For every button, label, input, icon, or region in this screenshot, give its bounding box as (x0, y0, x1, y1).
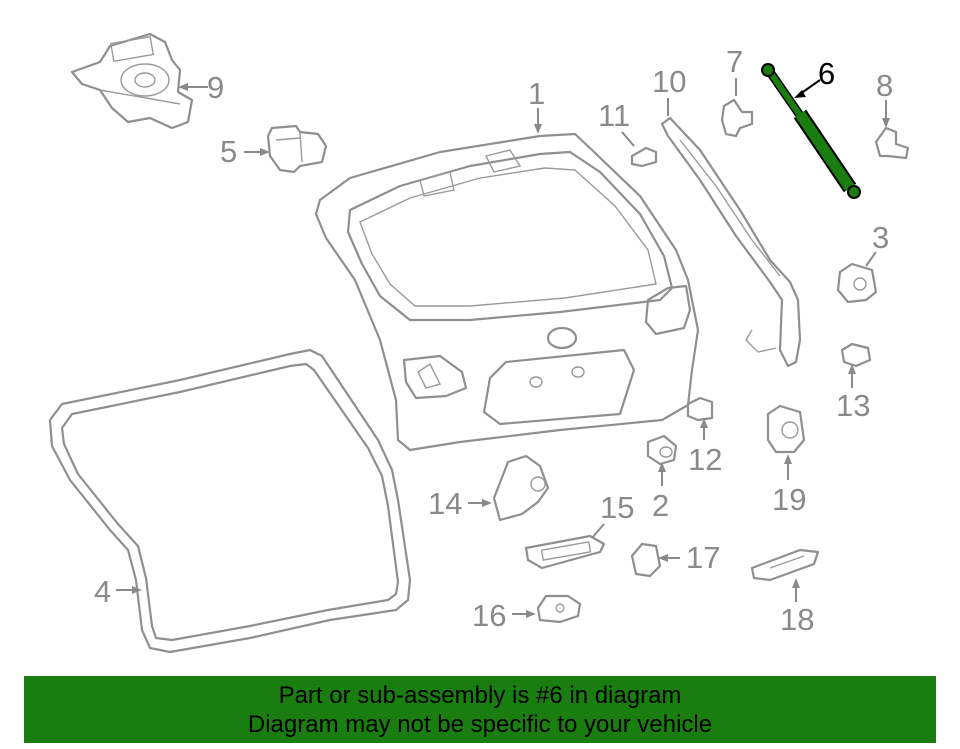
part-17-switch (630, 542, 662, 578)
callout-13: 13 (836, 388, 870, 423)
leader-15 (591, 523, 605, 539)
part-10-wiper-arm (660, 116, 802, 368)
part-15-handle (524, 534, 606, 570)
leader-11 (621, 131, 635, 147)
callout-6: 6 (818, 56, 835, 91)
part-14-lock (492, 454, 550, 522)
part-6-lift-support-strut (761, 63, 861, 199)
callout-11: 11 (598, 98, 630, 133)
callout-1: 1 (528, 76, 545, 111)
part-5-hinge (266, 124, 328, 174)
callout-8: 8 (876, 68, 893, 103)
callout-19: 19 (772, 482, 806, 517)
part-18-lamp (750, 548, 820, 582)
banner-line-2: Diagram may not be specific to your vehi… (247, 711, 713, 738)
callout-14: 14 (428, 486, 462, 521)
part-4-weatherstrip (48, 348, 412, 654)
part-3-latch (836, 262, 878, 304)
callout-10: 10 (652, 64, 686, 99)
callout-12: 12 (688, 442, 722, 477)
callout-17: 17 (686, 540, 720, 575)
part-7-bracket (720, 98, 754, 138)
part-13-bolt (840, 342, 872, 368)
part-12-clip (686, 396, 714, 422)
part-11-clip (630, 146, 658, 168)
leader-3 (865, 251, 877, 267)
parts-diagram: 9 5 1 11 10 7 6 8 3 13 12 2 19 14 15 17 … (48, 32, 910, 654)
callout-16: 16 (472, 598, 506, 633)
banner-line-1: Part or sub-assembly is #6 in diagram (278, 682, 682, 709)
part-2-cushion (646, 434, 678, 466)
part-16-bracket (536, 594, 582, 624)
part-8-bracket (874, 126, 910, 160)
callout-3: 3 (872, 220, 889, 255)
notice-banner: Part or sub-assembly is #6 in diagram Di… (24, 676, 936, 743)
callout-5: 5 (220, 134, 237, 169)
part-1-back-door (314, 132, 700, 452)
callout-2: 2 (652, 488, 669, 523)
callout-18: 18 (780, 602, 814, 637)
callout-7: 7 (726, 44, 743, 79)
callout-15: 15 (600, 490, 634, 525)
callout-9: 9 (207, 70, 224, 105)
leader-6 (799, 79, 821, 95)
callout-4: 4 (94, 574, 111, 609)
part-9-wiper-motor (70, 32, 194, 130)
part-19-switch (766, 404, 806, 454)
